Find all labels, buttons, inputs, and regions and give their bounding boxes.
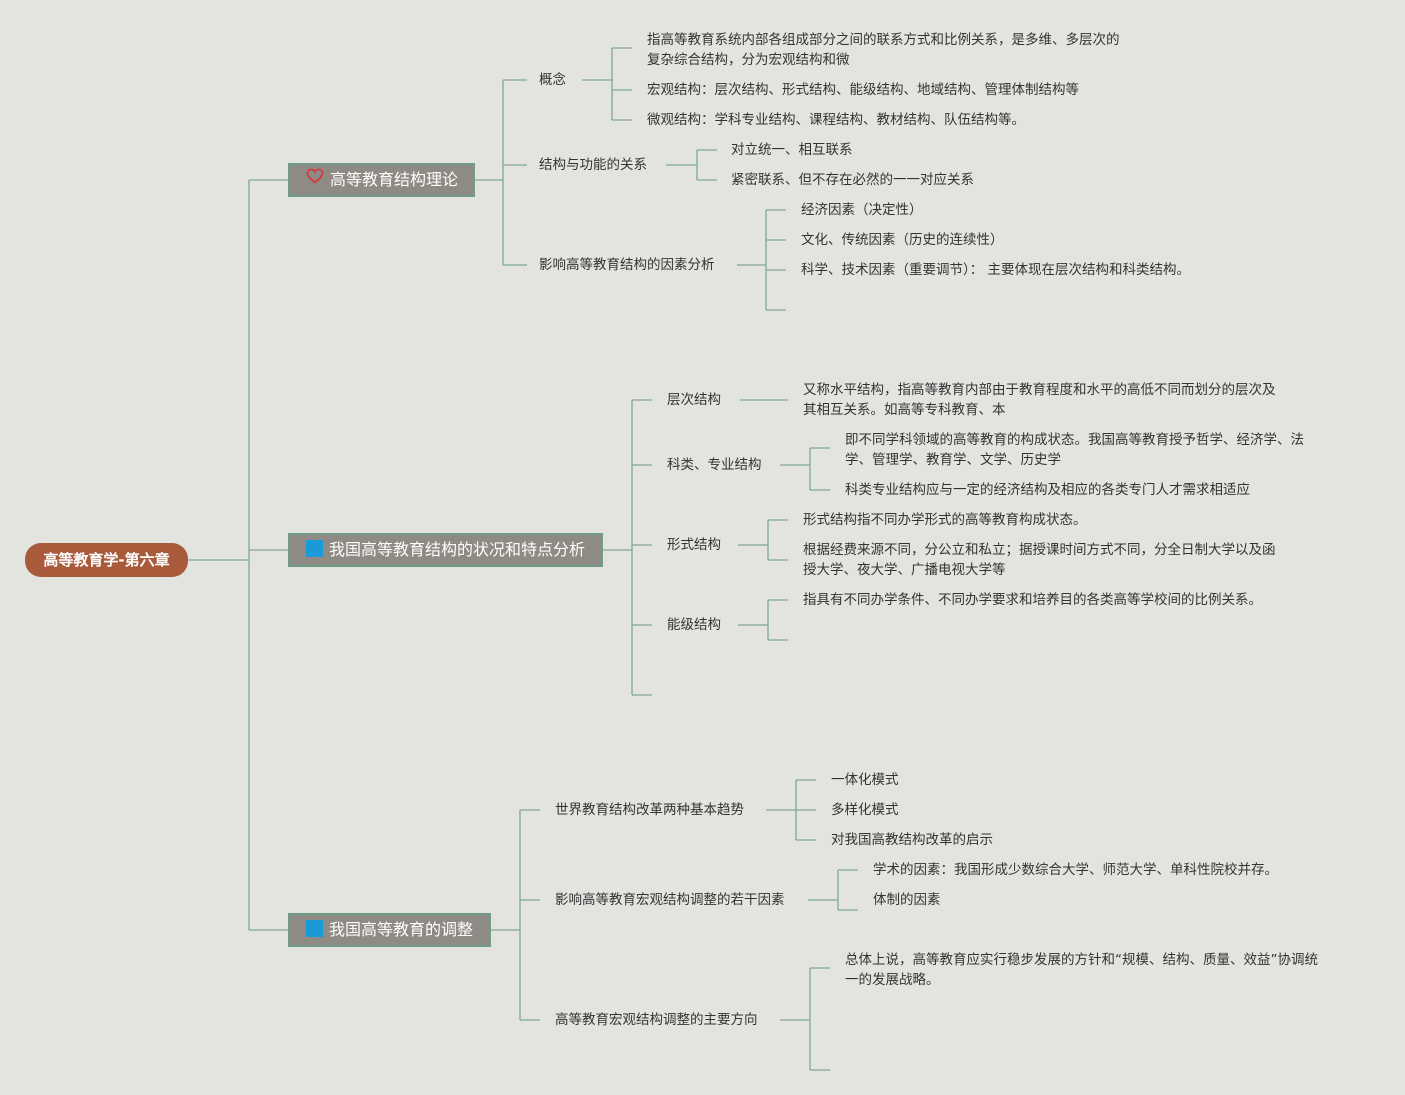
topic-concept[interactable]: 概念 xyxy=(539,72,566,88)
square-icon xyxy=(306,920,323,937)
heart-icon xyxy=(306,164,324,194)
leaf-text: 一的发展战略。 xyxy=(845,972,940,988)
topic-form-structure[interactable]: 形式结构 xyxy=(667,537,721,553)
topic-structure-function[interactable]: 结构与功能的关系 xyxy=(539,157,647,173)
leaf-text: 科学、技术因素（重要调节）： 主要体现在层次结构和科类结构。 xyxy=(801,262,1191,278)
leaf-text: 学、管理学、教育学、文学、历史学 xyxy=(845,452,1061,468)
leaf-text: 紧密联系、但不存在必然的一一对应关系 xyxy=(731,172,974,188)
root-node[interactable]: 高等教育学-第六章 xyxy=(25,543,188,577)
leaf-text: 文化、传统因素（历史的连续性） xyxy=(801,232,1004,248)
leaf-text: 总体上说，高等教育应实行稳步发展的方针和“规模、结构、质量、效益”协调统 xyxy=(845,952,1318,968)
branch-label: 我国高等教育结构的状况和特点分析 xyxy=(329,540,586,559)
leaf-text: 多样化模式 xyxy=(831,802,899,818)
branch-label: 高等教育结构理论 xyxy=(330,170,459,189)
leaf-text: 复杂综合结构，分为宏观结构和微 xyxy=(647,52,850,68)
leaf-text: 宏观结构：层次结构、形式结构、能级结构、地域结构、管理体制结构等 xyxy=(647,82,1079,98)
leaf-text: 经济因素（决定性） xyxy=(801,202,923,218)
leaf-text: 根据经费来源不同，分公立和私立；据授课时间方式不同，分全日制大学以及函 xyxy=(803,542,1276,558)
square-icon xyxy=(306,540,323,557)
branch-structure-theory[interactable]: 高等教育结构理论 xyxy=(288,163,475,197)
leaf-text: 对我国高教结构改革的启示 xyxy=(831,832,993,848)
topic-tier-structure[interactable]: 能级结构 xyxy=(667,617,721,633)
topic-discipline-structure[interactable]: 科类、专业结构 xyxy=(667,457,762,473)
branch-adjustment[interactable]: 我国高等教育的调整 xyxy=(288,913,491,947)
leaf-text: 对立统一、相互联系 xyxy=(731,142,853,158)
topic-main-direction[interactable]: 高等教育宏观结构调整的主要方向 xyxy=(555,1012,758,1028)
leaf-text: 体制的因素 xyxy=(873,892,941,908)
branch-label: 我国高等教育的调整 xyxy=(329,920,474,939)
leaf-text: 指具有不同办学条件、不同办学要求和培养目的各类高等学校间的比例关系。 xyxy=(803,592,1262,608)
leaf-text: 微观结构：学科专业结构、课程结构、教材结构、队伍结构等。 xyxy=(647,112,1025,128)
leaf-text: 授大学、夜大学、广播电视大学等 xyxy=(803,562,1006,578)
leaf-text: 指高等教育系统内部各组成部分之间的联系方式和比例关系，是多维、多层次的 xyxy=(647,32,1120,48)
leaf-text: 其相互关系。如高等专科教育、本 xyxy=(803,402,1006,418)
leaf-text: 科类专业结构应与一定的经济结构及相应的各类专门人才需求相适应 xyxy=(845,482,1250,498)
topic-influencing-factors[interactable]: 影响高等教育结构的因素分析 xyxy=(539,257,715,273)
topic-level-structure[interactable]: 层次结构 xyxy=(667,392,721,408)
leaf-text: 学术的因素：我国形成少数综合大学、师范大学、单科性院校并存。 xyxy=(873,862,1278,878)
topic-world-trends[interactable]: 世界教育结构改革两种基本趋势 xyxy=(555,802,744,818)
leaf-text: 一体化模式 xyxy=(831,772,899,788)
topic-adjust-factors[interactable]: 影响高等教育宏观结构调整的若干因素 xyxy=(555,892,785,908)
branch-status-analysis[interactable]: 我国高等教育结构的状况和特点分析 xyxy=(288,533,603,567)
leaf-text: 形式结构指不同办学形式的高等教育构成状态。 xyxy=(803,512,1087,528)
leaf-text: 又称水平结构，指高等教育内部由于教育程度和水平的高低不同而划分的层次及 xyxy=(803,382,1276,398)
leaf-text: 即不同学科领域的高等教育的构成状态。我国高等教育授予哲学、经济学、法 xyxy=(845,432,1304,448)
